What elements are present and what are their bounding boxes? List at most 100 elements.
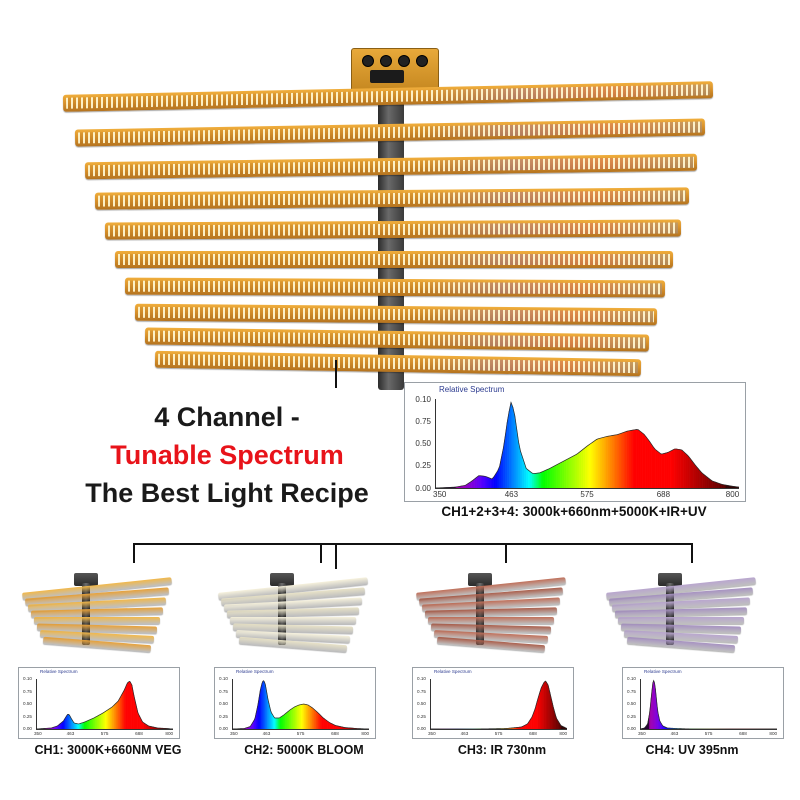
y-tick-label: 0.10 <box>627 676 636 682</box>
channel-fixture-ch1 <box>16 565 196 665</box>
y-tick-label: 0.10 <box>415 394 431 404</box>
x-tick-label: 688 <box>135 731 143 736</box>
fixture-mount <box>270 573 294 586</box>
connector-drop-4 <box>691 543 693 563</box>
fixture-mount <box>74 573 98 586</box>
y-tick-label: 0.00 <box>415 483 431 493</box>
y-tick-label: 0.25 <box>23 713 32 719</box>
connector-drop-1 <box>133 543 135 563</box>
chart-title: Relative Spectrum <box>236 669 274 674</box>
channel-caption-ch1: CH1: 3000K+660NM VEG <box>34 743 182 757</box>
y-tick-label: 0.50 <box>219 701 228 707</box>
y-tick-label: 0.50 <box>627 701 636 707</box>
y-tick-label: 0.75 <box>417 688 426 694</box>
x-tick-label: 350 <box>428 731 436 736</box>
connector-bus <box>133 543 693 545</box>
headline-line-2: Tunable Spectrum <box>110 440 344 470</box>
y-tick-label: 0.25 <box>627 713 636 719</box>
y-tick-label: 0.50 <box>23 701 32 707</box>
driver-display <box>370 70 404 83</box>
led-bar <box>428 617 554 624</box>
y-tick-label: 0.00 <box>23 726 32 732</box>
led-bar <box>230 617 356 624</box>
chart-title: Relative Spectrum <box>644 669 682 674</box>
channel-fixture-ch4 <box>600 565 780 665</box>
led-bar-6 <box>115 251 673 268</box>
y-axis <box>430 679 431 729</box>
x-tick-label: 800 <box>361 731 370 736</box>
x-tick-label: 575 <box>296 731 305 736</box>
y-tick-label: 0.50 <box>415 439 431 448</box>
x-tick-label: 575 <box>580 490 594 499</box>
x-tick-label: 800 <box>559 731 568 736</box>
y-tick-label: 0.00 <box>219 726 228 732</box>
x-axis <box>435 488 739 489</box>
y-tick-label: 0.50 <box>417 701 426 707</box>
driver-knob-2 <box>380 55 392 67</box>
chart-title: Relative Spectrum <box>434 669 472 674</box>
y-tick-label: 0.10 <box>219 676 228 682</box>
x-axis <box>430 729 567 730</box>
y-tick-label: 0.00 <box>417 726 426 732</box>
x-tick-label: 688 <box>529 731 537 736</box>
x-tick-label: 688 <box>331 731 339 736</box>
x-tick-label: 688 <box>656 490 671 499</box>
x-tick-label: 350 <box>230 731 238 736</box>
led-bar-9 <box>144 327 650 352</box>
x-tick-label: 350 <box>638 731 646 736</box>
spectrum-curve <box>36 680 173 729</box>
headline-line-1: 4 Channel - <box>154 402 300 432</box>
spectrum-curve <box>232 679 369 729</box>
fixture-mount <box>468 573 492 586</box>
x-tick-label: 350 <box>433 490 447 499</box>
x-tick-label: 688 <box>739 731 747 736</box>
x-tick-label: 463 <box>460 731 469 736</box>
driver-knob-1 <box>362 55 374 67</box>
connector-drop-2 <box>320 543 322 563</box>
connector-stem <box>335 545 337 569</box>
x-tick-label: 463 <box>670 731 679 736</box>
x-tick-label: 463 <box>66 731 75 736</box>
spectrum-curve <box>435 401 739 488</box>
led-bar-4 <box>94 187 690 210</box>
x-axis <box>640 729 777 730</box>
channel-fixture-ch2 <box>212 565 392 665</box>
led-bar <box>34 617 160 624</box>
spectrum-curve <box>640 679 777 729</box>
x-tick-label: 575 <box>100 731 109 736</box>
driver-knob-3 <box>398 55 410 67</box>
x-tick-label: 463 <box>504 490 519 499</box>
y-tick-label: 0.75 <box>627 688 636 694</box>
driver-knob-4 <box>416 55 428 67</box>
y-tick-label: 0.10 <box>23 676 32 682</box>
x-tick-label: 800 <box>165 731 174 736</box>
chart-title: Relative Spectrum <box>439 385 505 394</box>
channel-fixture-ch3 <box>410 565 590 665</box>
headline-line-3: The Best Light Recipe <box>85 478 369 508</box>
x-tick-label: 463 <box>262 731 271 736</box>
led-bar-5 <box>104 219 682 240</box>
main-fixture-leader-line <box>335 360 337 388</box>
channel-caption-ch2: CH2: 5000K BLOOM <box>244 743 364 757</box>
x-axis <box>36 729 173 730</box>
channel-caption-ch4: CH4: UV 395nm <box>645 743 739 757</box>
y-tick-label: 0.25 <box>415 461 431 471</box>
y-tick-label: 0.75 <box>415 416 431 426</box>
y-axis <box>232 679 233 729</box>
headline-block: 4 Channel - Tunable Spectrum The Best Li… <box>62 398 392 512</box>
y-tick-label: 0.00 <box>627 726 636 732</box>
chart-title: Relative Spectrum <box>40 669 78 674</box>
y-axis <box>435 399 436 488</box>
connector-drop-3 <box>505 543 507 563</box>
x-axis <box>232 729 369 730</box>
